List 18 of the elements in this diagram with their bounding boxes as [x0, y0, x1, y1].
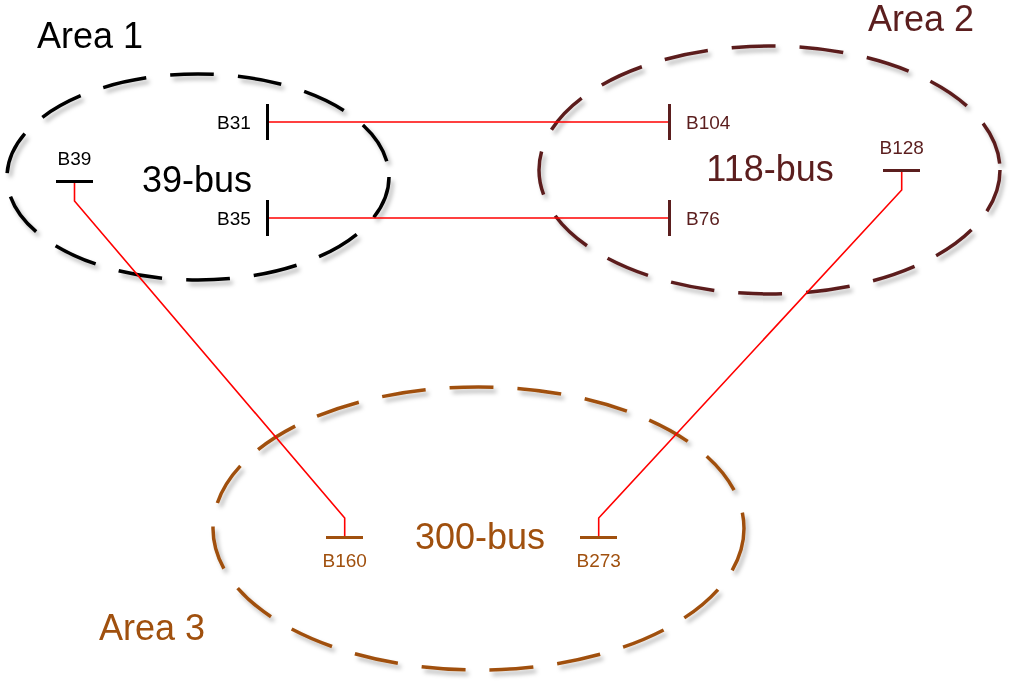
area-label: Area 3 — [98, 610, 206, 646]
network-label: 300-bus — [414, 519, 546, 555]
area-label: Area 1 — [36, 18, 144, 54]
connection-line — [268, 217, 669, 219]
connection-line — [268, 121, 669, 123]
bus-label: B76 — [686, 208, 720, 228]
bus-label: B128 — [879, 138, 924, 157]
area-label: Area 2 — [867, 1, 975, 37]
bus-label: B35 — [217, 208, 251, 228]
bus-label: B104 — [686, 112, 731, 132]
bus-label: B31 — [217, 112, 251, 132]
bus-label: B273 — [576, 551, 621, 570]
network-label: 118-bus — [706, 151, 834, 187]
network-label: 39-bus — [141, 162, 253, 198]
bus-label: B39 — [57, 149, 92, 168]
bus-label: B160 — [322, 551, 367, 570]
connection-line — [73, 182, 346, 537]
connection-line — [597, 171, 903, 537]
